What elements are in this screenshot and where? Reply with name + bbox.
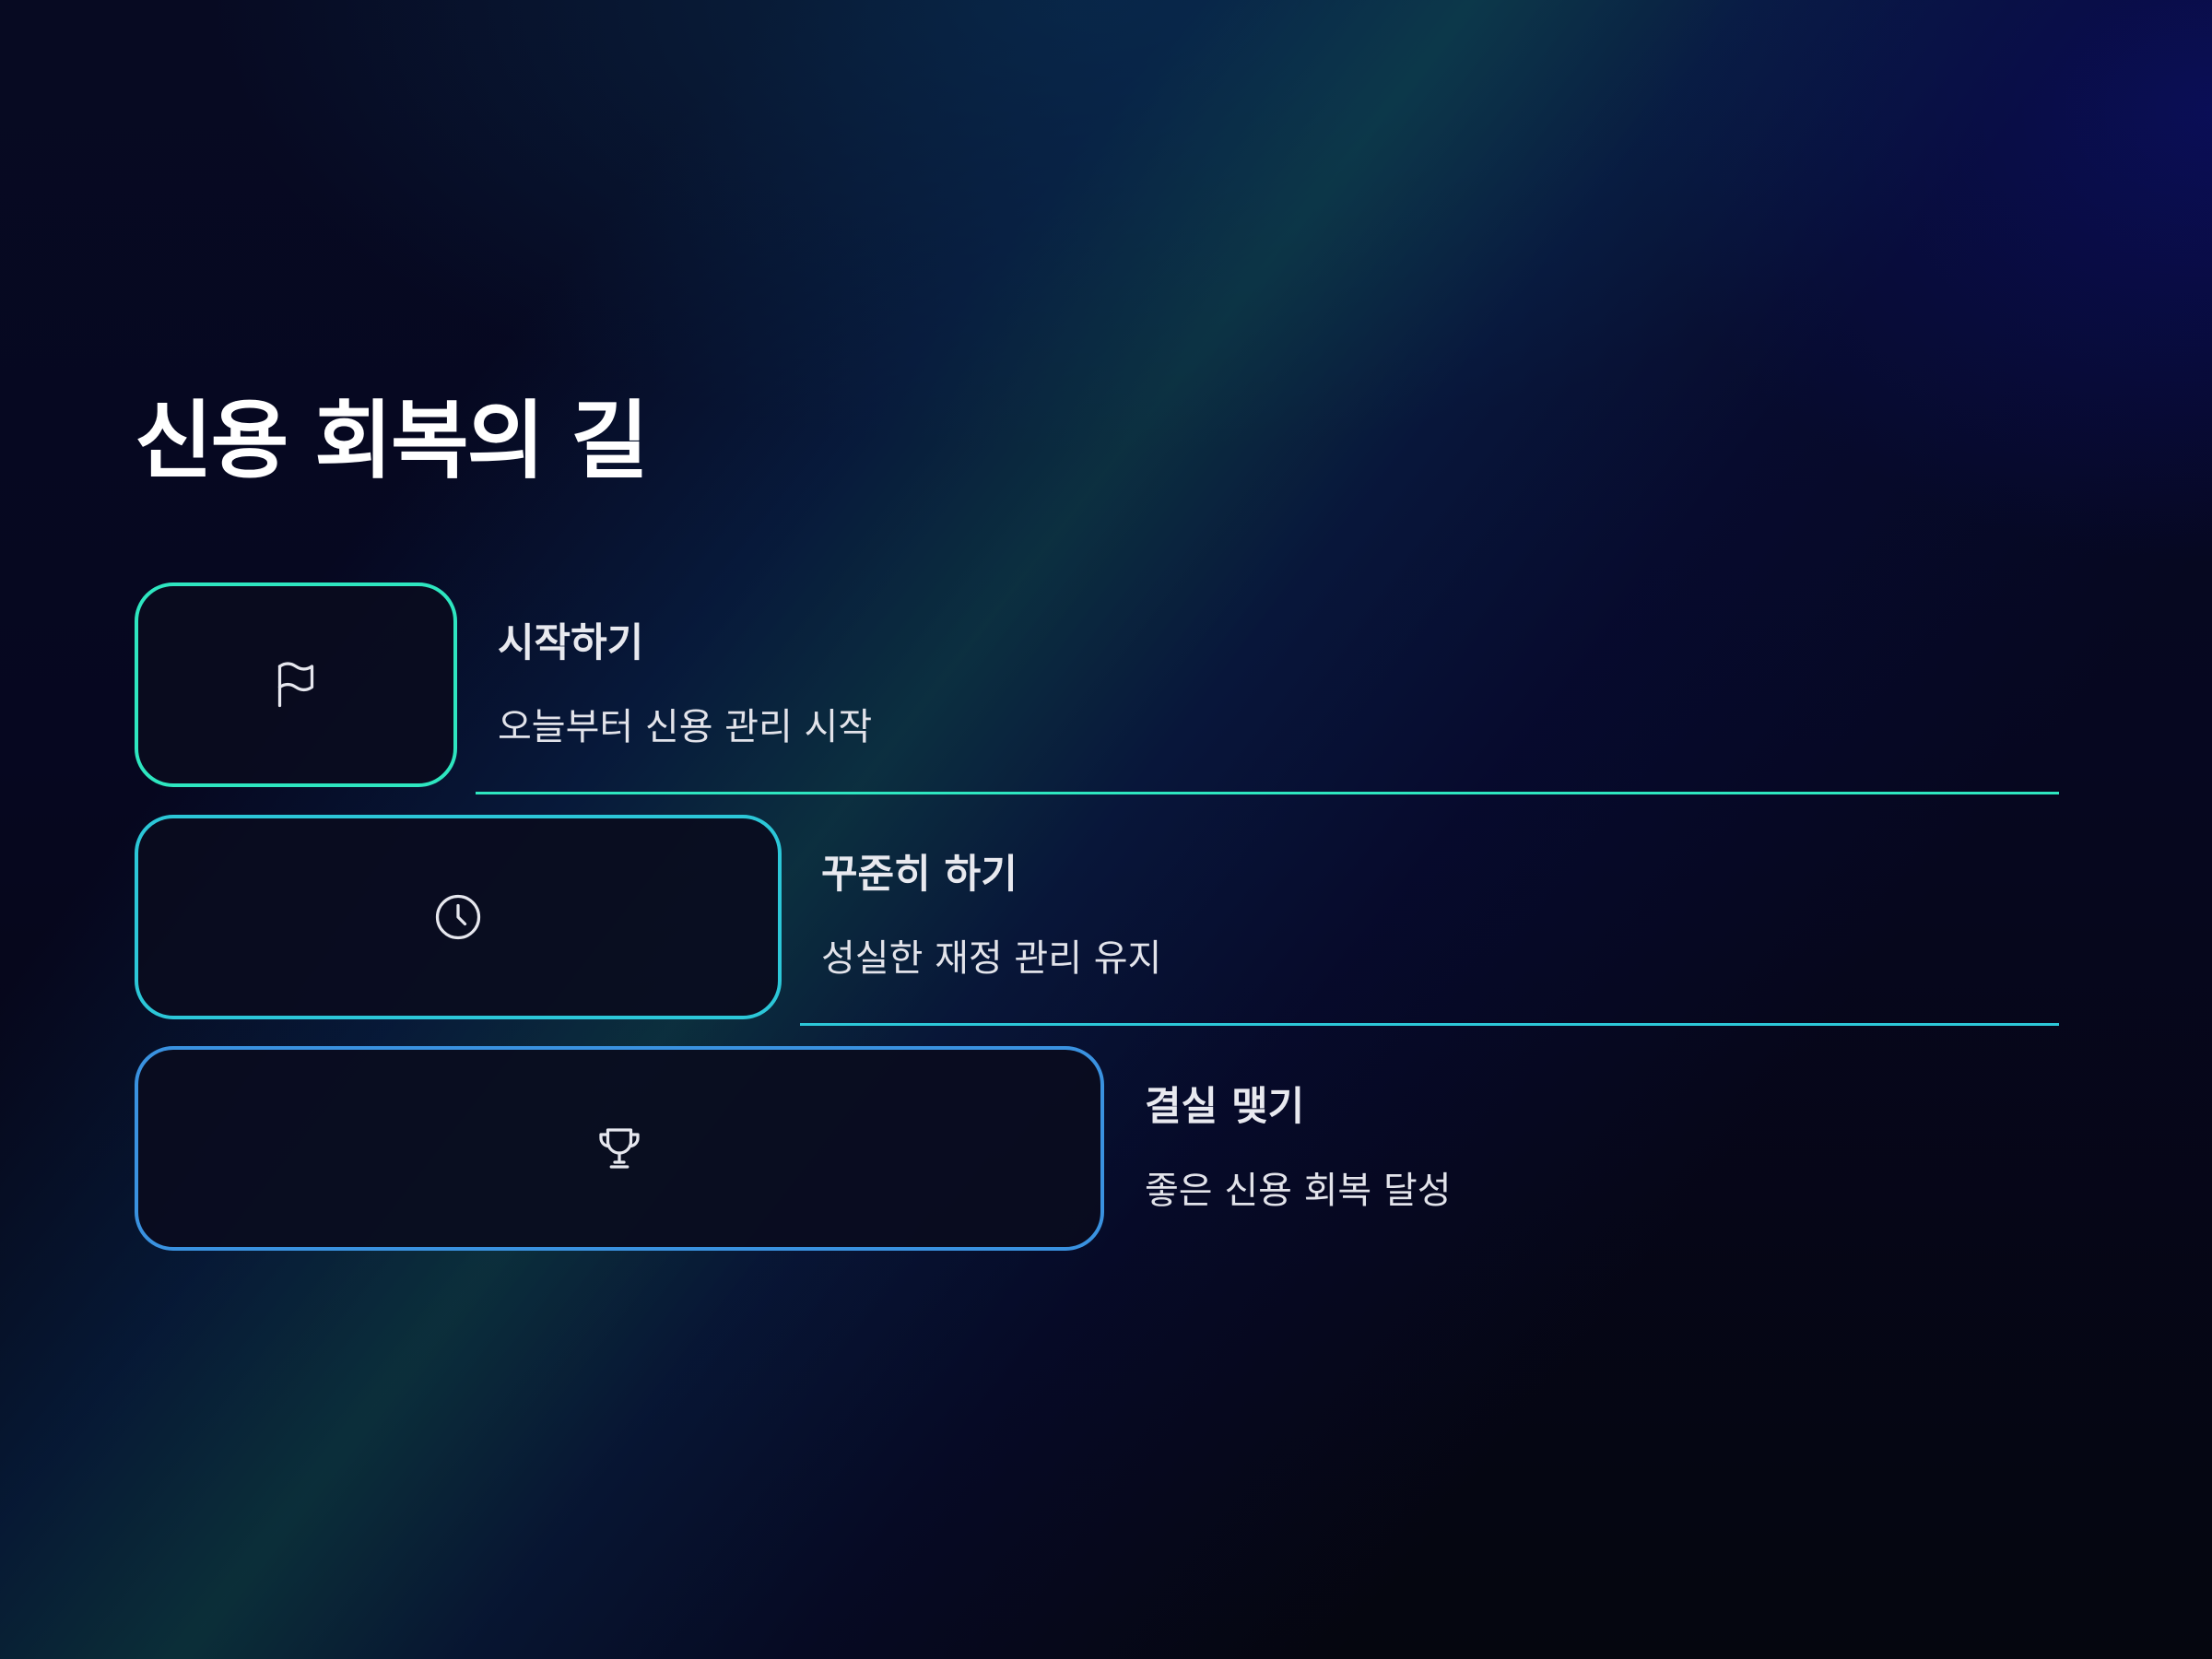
step-1-divider (476, 792, 2059, 794)
step-2-title: 꾸준히 하기 (821, 852, 1018, 898)
flag-icon (268, 657, 324, 712)
step-2-description: 성실한 재정 관리 유지 (821, 937, 1162, 980)
step-2-divider (800, 1023, 2059, 1026)
step-1-box (135, 582, 457, 787)
step-1-title: 시작하기 (498, 620, 644, 666)
step-3-title: 결실 맺기 (1145, 1084, 1305, 1130)
step-1-description: 오늘부터 신용 관리 시작 (498, 706, 873, 748)
clock-icon (430, 889, 486, 945)
page-title: 신용 회복의 길 (135, 392, 649, 490)
step-3-box (135, 1046, 1104, 1251)
step-2-box (135, 815, 782, 1019)
trophy-icon (592, 1121, 647, 1176)
step-3-description: 좋은 신용 회복 달성 (1145, 1170, 1452, 1212)
